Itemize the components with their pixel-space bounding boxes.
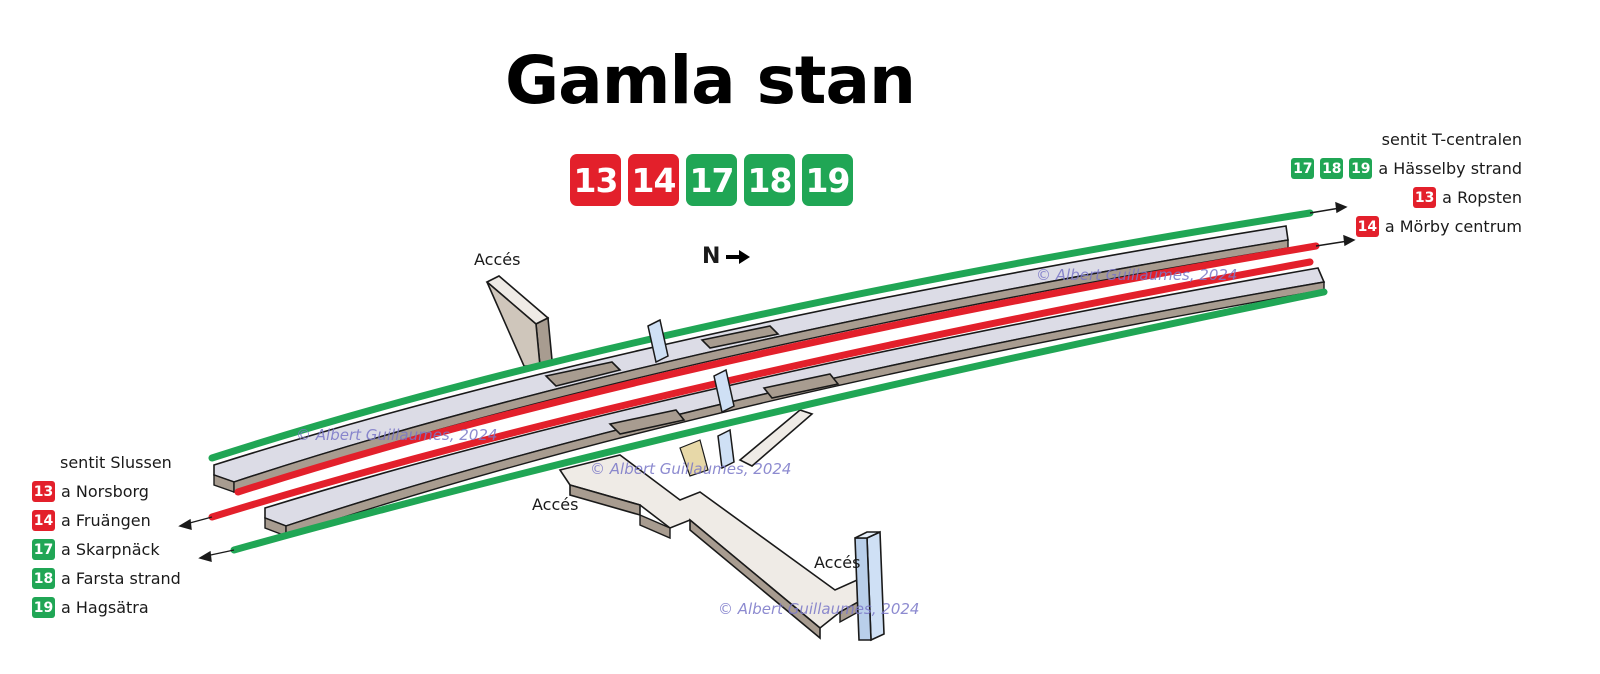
north-label: N [702,244,721,269]
line-badge-17: 17 [1291,158,1315,179]
line-badge-18: 18 [744,154,795,206]
line-badge-13: 13 [1413,187,1437,208]
north-heading: sentit T-centralen [1381,130,1522,149]
platform-lower [264,267,1326,538]
station-title: Gamla stan [505,42,916,119]
credit-watermark: © Albert Guillaumes, 2024 [718,600,920,618]
destination-row: 14 a Fruängen [32,506,181,535]
destination-text: a Fruängen [61,511,151,530]
lift-shafts [647,318,735,470]
destination-row: 13 a Norsborg [32,477,181,506]
line-badge-14: 14 [628,154,679,206]
track-red-upper [234,242,1320,496]
credit-watermark: © Albert Guillaumes, 2024 [590,460,792,478]
escalator-link [679,409,814,477]
direction-arrows [178,201,1356,562]
credit-watermark: © Albert Guillaumes, 2024 [1036,266,1238,284]
stair-openings [544,325,840,435]
line-badge-19: 19 [802,154,853,206]
destination-row: 17 a Skarpnäck [32,535,181,564]
line-badge-19: 19 [32,597,55,618]
south-heading: sentit Slussen [60,453,172,472]
destination-row: 19 a Hagsätra [32,593,181,622]
access-label-south: Accés [814,553,861,572]
credit-watermark: © Albert Guillaumes, 2024 [296,426,498,444]
track-red-lower [208,258,1314,521]
line-badge-17: 17 [32,539,55,560]
north-indicator: N [702,244,751,269]
line-badge-17: 17 [686,154,737,206]
access-label-north: Accés [474,250,521,269]
north-arrow-icon [726,249,751,264]
destination-text: a Mörby centrum [1384,217,1522,236]
destination-row: 14 a Mörby centrum [1291,212,1522,241]
line-badge-18: 18 [32,568,55,589]
destination-text: a Farsta strand [61,569,181,588]
access-corridor-north [485,275,553,368]
line-badge-14: 14 [1355,216,1379,237]
destination-row: 18 a Farsta strand [32,564,181,593]
line-badge-13: 13 [570,154,621,206]
destination-text: a Ropsten [1442,188,1522,207]
destination-text: a Skarpnäck [61,540,160,559]
track-green-north-edge [208,209,1314,462]
access-label-center: Accés [532,495,579,514]
destination-row: 13 a Ropsten [1291,183,1522,212]
destination-text: a Hässelby strand [1378,159,1522,178]
lift-south [854,530,885,642]
line-badge-14: 14 [32,510,55,531]
destination-text: a Hagsätra [61,598,149,617]
line-badge-13: 13 [32,481,55,502]
destination-text: a Norsborg [61,482,149,501]
track-green-south-edge [230,288,1328,554]
line-badge-19: 19 [1349,158,1373,179]
access-corridor-south [558,454,881,640]
line-badge-18: 18 [1320,158,1344,179]
